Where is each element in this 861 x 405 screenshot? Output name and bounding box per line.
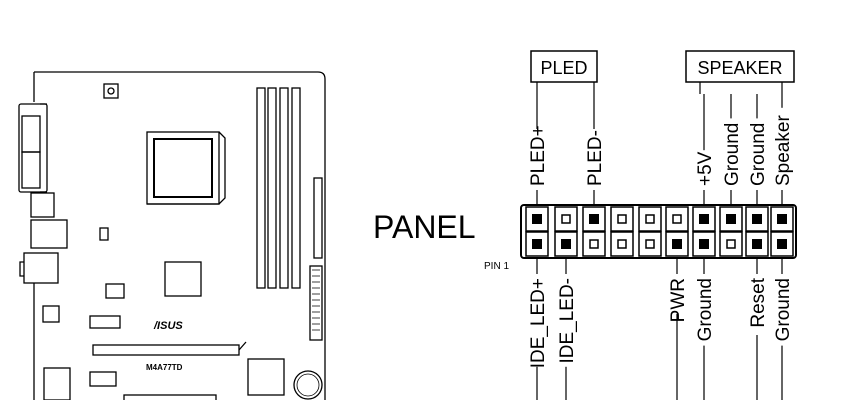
board-model: M4A77TD [146, 363, 183, 372]
speaker-group-box [685, 50, 795, 83]
pin-bottom-7 [699, 239, 709, 249]
dimm-slot-b2 [291, 87, 301, 289]
pci-slot [89, 371, 117, 387]
io-edge [40, 103, 47, 193]
top-signal-label: Ground [722, 123, 743, 186]
pin-bottom-1 [532, 239, 542, 249]
rear-io-stack [18, 103, 48, 193]
atx12v-pin [107, 87, 115, 95]
pin-bottom-2 [561, 239, 571, 249]
pin-top-9 [752, 214, 762, 224]
cpu-socket [153, 138, 213, 198]
pin-top-empty-2 [561, 214, 571, 224]
motherboard [18, 71, 326, 404]
dvi-port [21, 151, 41, 189]
pin-bottom-empty-3 [589, 239, 599, 249]
pin-bottom-10 [777, 239, 787, 249]
usb-port [30, 192, 55, 218]
ide-connector [313, 177, 323, 259]
pin-top-empty-5 [645, 214, 655, 224]
panel-pins [525, 206, 794, 257]
top-signal-label: PLED- [585, 130, 606, 186]
atx-power-connector [309, 265, 323, 341]
cmos-battery [293, 370, 323, 400]
pin-bottom-empty-4 [617, 239, 627, 249]
slot-latch [238, 341, 247, 351]
jumper [99, 227, 109, 241]
pin-top-empty-6 [672, 214, 682, 224]
dimm-slot-a1 [256, 87, 266, 289]
bottom-signal-label: Reset [748, 277, 769, 327]
atx12v-connector [103, 83, 119, 99]
bottom-signal-label: Ground [695, 278, 716, 341]
atx-pins [312, 269, 320, 331]
lan-port [30, 219, 68, 249]
group-brackets [536, 82, 783, 94]
bottom-signal-label: IDE_LED- [557, 278, 578, 364]
board-logo: /ISUS [153, 320, 183, 332]
vga-port [21, 115, 41, 153]
top-signal-label: Ground [748, 123, 769, 186]
battery-inner [296, 373, 320, 397]
board-outline [34, 71, 326, 400]
pin-bottom-empty-8 [726, 239, 736, 249]
bottom-slot [123, 394, 217, 404]
bottom-signal-label: IDE_LED+ [528, 278, 549, 368]
small-chip [105, 283, 125, 299]
panel-title: PANEL [373, 209, 476, 245]
pin-top-8 [726, 214, 736, 224]
top-signal-label: +5V [695, 151, 716, 186]
pci-e-x16-slot [92, 344, 240, 356]
pin-top-1 [532, 214, 542, 224]
pled-group-label: PLED [540, 58, 587, 78]
audio-jack [23, 252, 59, 284]
top-signal-label: Speaker [773, 115, 794, 186]
cpu-socket-frame [146, 131, 220, 205]
speaker-group-label: SPEAKER [697, 58, 782, 78]
northbridge-chip [164, 261, 202, 297]
pin-top-3 [589, 214, 599, 224]
small-header [42, 305, 60, 323]
bottom-signal-label: Ground [773, 278, 794, 341]
pin-bottom-9 [752, 239, 762, 249]
bottom-signal-label: PWR [668, 278, 689, 322]
southbridge-chip [247, 358, 285, 396]
top-signal-label: PLED+ [528, 125, 549, 186]
dimm-slot-a2 [267, 87, 277, 289]
cpu-retention [147, 131, 226, 205]
pci-e-x1-slot [89, 315, 121, 329]
pin-bottom-empty-5 [645, 239, 655, 249]
audio-notch [19, 261, 24, 277]
pin-top-7 [699, 214, 709, 224]
pled-group-box [530, 50, 598, 83]
dimm-slot-b1 [279, 87, 289, 289]
pin-top-10 [777, 214, 787, 224]
sata-connector [43, 367, 71, 401]
pin-top-empty-4 [617, 214, 627, 224]
pin-bottom-6 [672, 239, 682, 249]
pin1-label: PIN 1 [484, 261, 509, 272]
